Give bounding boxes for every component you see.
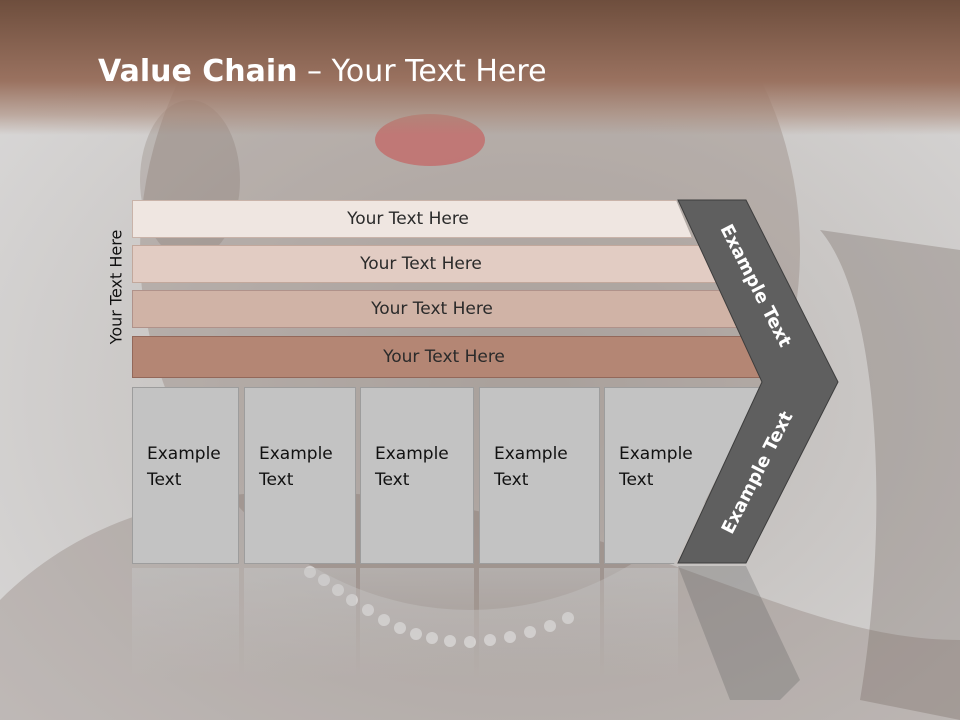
support-bar-2: Your Text Here	[132, 245, 718, 283]
activity-box-line2: Text	[147, 470, 182, 490]
box-reflection-2	[244, 568, 356, 698]
support-bar-label: Your Text Here	[383, 347, 505, 367]
box-reflection-5	[604, 568, 678, 698]
title-bold: Value Chain	[98, 54, 298, 89]
slide-title: Value Chain – Your Text Here	[98, 54, 547, 89]
activity-box-1: Example Text	[132, 387, 239, 564]
box-reflection-1	[132, 568, 239, 698]
support-bar-label: Your Text Here	[371, 299, 493, 319]
box-reflection-4	[479, 568, 600, 698]
activity-box-line1: Example	[375, 444, 449, 464]
activity-box-line2: Text	[259, 470, 294, 490]
activity-box-line1: Example	[619, 444, 693, 464]
activity-box-line2: Text	[494, 470, 529, 490]
activity-box-2: Example Text	[244, 387, 356, 564]
support-bar-4: Your Text Here	[132, 336, 764, 378]
title-bar	[0, 0, 960, 135]
activity-box-line1: Example	[494, 444, 568, 464]
support-bar-label: Your Text Here	[347, 209, 469, 229]
activity-box-line2: Text	[375, 470, 410, 490]
support-bar-label: Your Text Here	[360, 254, 482, 274]
support-bar-1: Your Text Here	[132, 200, 692, 238]
activity-box-line1: Example	[259, 444, 333, 464]
activity-box-line1: Example	[147, 444, 221, 464]
activity-box-line2: Text	[619, 470, 654, 490]
activity-box-3: Example Text	[360, 387, 474, 564]
box-reflection-3	[360, 568, 474, 698]
activity-box-4: Example Text	[479, 387, 600, 564]
support-bar-3: Your Text Here	[132, 290, 740, 328]
title-rest: – Your Text Here	[297, 54, 547, 89]
